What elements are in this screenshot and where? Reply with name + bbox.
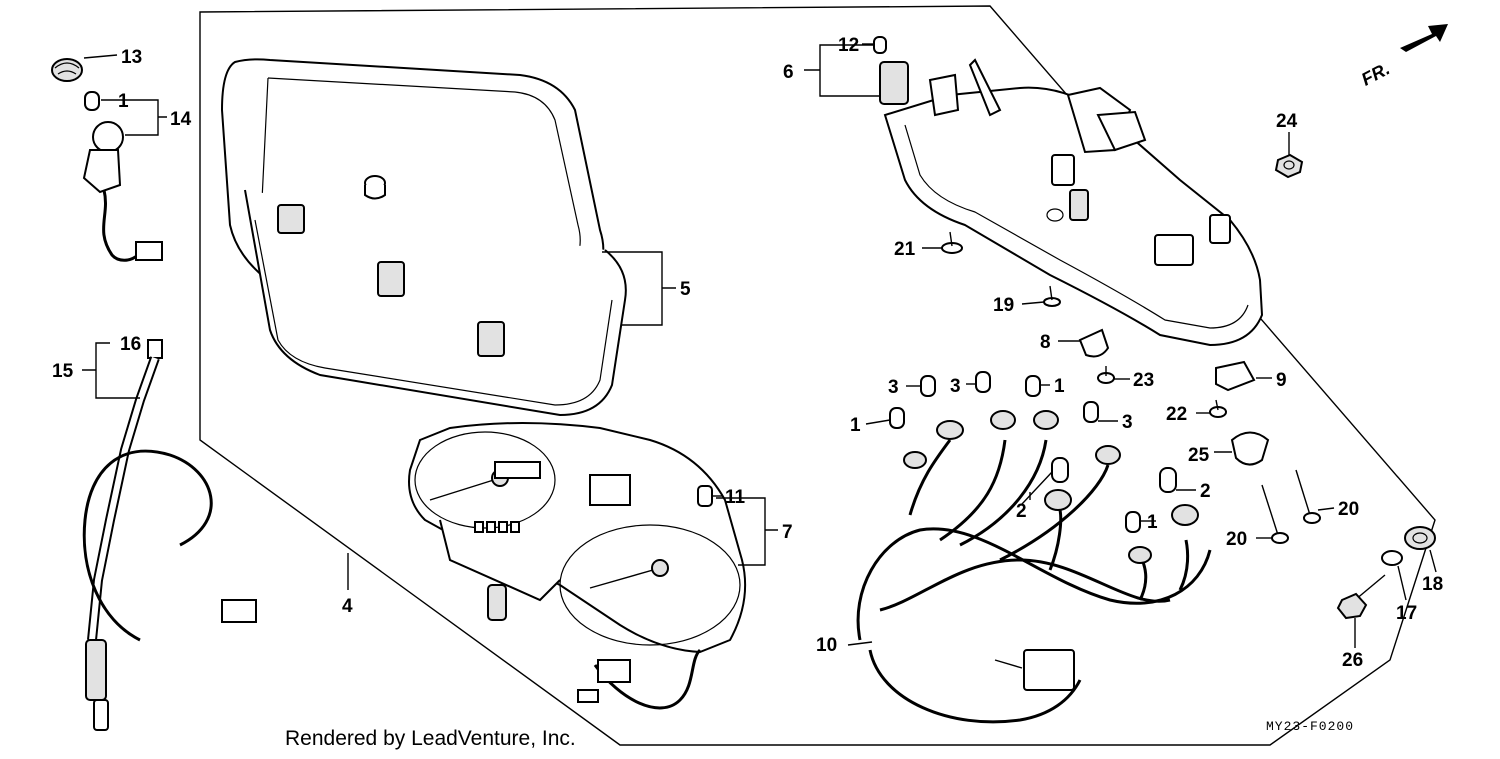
harness-bulbs [889,371,1177,533]
callout-20-right: 20 [1338,499,1359,520]
front-direction-label: FR. [1358,58,1393,89]
callout-13: 13 [121,47,142,68]
grommet-18 [1404,526,1436,550]
callout-1-socket: 1 [118,91,129,112]
callout-21: 21 [894,239,916,260]
clamp-8 [1078,328,1110,358]
callout-2-right: 2 [1200,481,1211,502]
callout-23: 23 [1133,370,1154,391]
callout-12: 12 [838,35,859,56]
callout-9: 9 [1276,370,1287,391]
wire-harness-10 [221,439,1212,724]
callout-24: 24 [1276,111,1298,132]
bulb-1-top [84,91,100,111]
callout-1-top: 1 [1054,376,1065,397]
cushion-9 [1215,360,1256,392]
callout-3-left: 3 [888,377,899,398]
assembly-outline [199,5,1436,746]
meter-lower-case-6 [879,58,1264,347]
screw-20-a [1295,469,1321,524]
callout-15: 15 [52,361,74,382]
callout-14: 14 [170,109,192,130]
screw-20-b [1261,484,1289,544]
clamp-25 [1230,431,1270,466]
screw-22 [1209,399,1227,418]
callout-26: 26 [1342,650,1363,671]
callout-25: 25 [1188,445,1210,466]
callout-17: 17 [1396,603,1417,624]
bulb-12 [873,36,887,54]
meter-case-5 [220,58,627,417]
nut-24 [1274,153,1304,179]
credit-text: Rendered by LeadVenture, Inc. [285,727,576,750]
callout-16: 16 [120,334,141,355]
socket-assembly-14 [82,121,163,262]
screw-21 [941,231,963,254]
callout-labels: 13 1 14 16 15 5 4 11 7 12 6 24 21 19 8 9… [52,35,1443,671]
front-direction-arrow [1400,24,1448,52]
harness-sockets [903,410,1199,564]
collar-17 [1381,550,1403,566]
callout-10: 10 [816,635,837,656]
callout-3-right: 3 [1122,412,1133,433]
callout-3-mid: 3 [950,376,961,397]
callout-6: 6 [783,62,794,83]
bolt-26 [1336,574,1386,620]
callout-2-left: 2 [1016,501,1027,522]
diagram-code: MY23-F0200 [1266,719,1354,734]
callout-1-bottom: 1 [1147,512,1158,533]
callout-20-left: 20 [1226,529,1247,550]
socket-rubber-13 [51,58,83,82]
callout-5: 5 [680,279,691,300]
callout-11: 11 [725,487,746,508]
callout-22: 22 [1166,404,1187,425]
speedometer-cable-15 [82,339,213,731]
socket-11 [697,485,713,507]
callout-4: 4 [342,596,353,617]
callout-19: 19 [993,295,1014,316]
leader-lines [82,43,1437,648]
callout-8: 8 [1040,332,1051,353]
screw-19 [1043,285,1061,307]
callout-18: 18 [1422,574,1443,595]
callout-7: 7 [782,522,793,543]
callout-1-left: 1 [850,415,861,436]
combination-meter-7 [408,422,747,710]
screw-23 [1097,366,1115,384]
